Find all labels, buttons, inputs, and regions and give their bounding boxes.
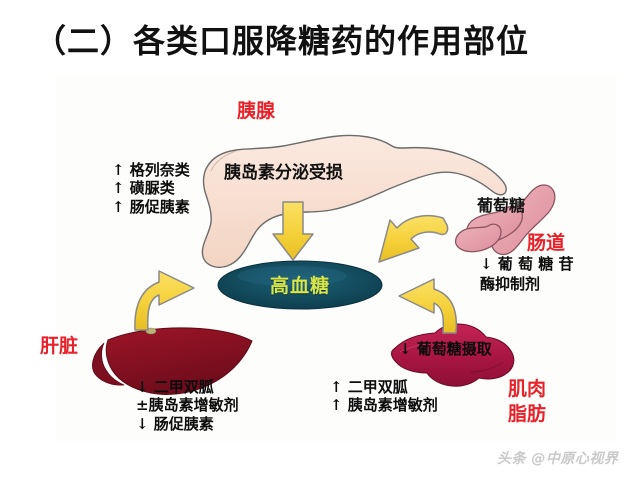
muscle-fat-label-line2: 脂肪	[508, 402, 547, 425]
intestine-drug-item: ↓ 葡 萄 糖 苷	[480, 255, 574, 273]
liver-drug-item: ↓ 二甲双胍	[136, 378, 214, 396]
pancreas-drug-item: ↑ 格列奈类	[112, 161, 190, 179]
muscle-fat-label-line1: 肌肉	[508, 378, 547, 400]
liver-label: 肝脏	[40, 335, 79, 357]
intestine-drug-item: 酶抑制剂	[480, 274, 541, 293]
liver-drug-list: ↓ 二甲双胍 ±胰岛素增敏剂 ↓ 肠促胰素	[136, 378, 239, 433]
intestine-glucose-text: 葡萄糖	[477, 196, 526, 215]
muscle-fat-label: 肌肉 脂肪	[508, 377, 546, 426]
intestine-label: 肠道	[527, 232, 566, 254]
page-title: （二）各类口服降糖药的作用部位	[34, 22, 530, 60]
liver-drug-item: ↓ 肠促胰素	[136, 414, 214, 433]
muscle-fat-drug-item: ↑ 二甲双胍	[330, 378, 408, 396]
pancreas-organ-text: 胰岛素分泌受损	[224, 163, 343, 183]
muscle-fat-drug-item: ↑ 胰岛素增敏剂	[330, 396, 438, 415]
pancreas-drug-list: ↑ 格列奈类 ↑ 磺脲类 ↑ 肠促胰素	[112, 161, 190, 216]
hyperglycemia-label: 高血糖	[269, 275, 330, 297]
pancreas-drug-item: ↑ 肠促胰素	[112, 197, 190, 216]
intestine-drug-list: ↓ 葡 萄 糖 苷 酶抑制剂	[480, 255, 573, 294]
muscle-organ-text: ↓ 葡萄糖摄取	[399, 340, 492, 358]
muscle-fat-drug-list: ↑ 二甲双胍 ↑ 胰岛素增敏剂	[330, 378, 438, 415]
liver-drug-item: ±胰岛素增敏剂	[136, 396, 239, 415]
pancreas-drug-item: ↑ 磺脲类	[112, 179, 175, 198]
watermark: 头条 @中原心视界	[497, 451, 619, 467]
pancreas-label: 胰腺	[237, 100, 276, 122]
